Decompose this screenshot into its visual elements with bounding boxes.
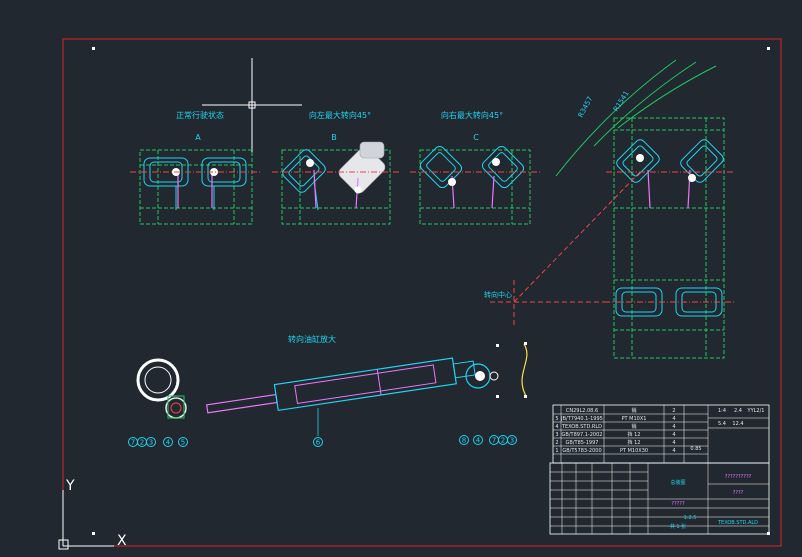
turning-radius-view: R3457 R1541 — [490, 59, 734, 359]
ucs-y-label: Y — [65, 478, 75, 494]
view-b-left-turn — [272, 141, 400, 225]
svg-text:4: 4 — [672, 416, 675, 422]
svg-text:2: 2 — [672, 408, 675, 414]
view-c-right-turn — [410, 145, 540, 225]
title-scale: 1:2.5 — [684, 515, 697, 521]
svg-text:4: 4 — [672, 448, 675, 454]
drawing-border — [62, 38, 782, 547]
arc-label-inner: R1541 — [612, 90, 631, 113]
svg-text:JB/T7940.1-1995: JB/T7940.1-1995 — [560, 416, 603, 422]
svg-text:TEXOB.STD.RLD: TEXOB.STD.RLD — [561, 424, 602, 430]
crosshair-cursor — [202, 58, 302, 152]
svg-text:4: 4 — [555, 424, 558, 430]
balloon: 2 — [140, 439, 144, 447]
svg-text:GB/T897.1-2002: GB/T897.1-2002 — [562, 432, 603, 438]
title-mark-lower: ????? — [671, 501, 685, 507]
steering-cylinder — [136, 343, 528, 436]
frame-grips[interactable] — [92, 47, 770, 535]
svg-text:2.4: 2.4 — [734, 408, 742, 414]
title-code: TEXOB.STD.ALD — [717, 520, 758, 526]
part-balloon-cylinder: 6 — [313, 437, 323, 447]
part-balloons-left: 7 2 3 4 5 — [128, 437, 188, 447]
svg-text:12.4: 12.4 — [732, 421, 743, 427]
svg-text:1:4: 1:4 — [718, 408, 726, 414]
svg-text:销: 销 — [631, 407, 636, 414]
cylinder-grips[interactable] — [496, 342, 527, 398]
balloon: 7 — [492, 437, 496, 445]
balloon: 7 — [131, 439, 135, 447]
svg-text:0.85: 0.85 — [690, 446, 701, 452]
svg-text:5.4: 5.4 — [718, 421, 726, 427]
svg-text:4: 4 — [672, 440, 675, 446]
title-block: ?????????? 总装图 ???? ????? 1:2.5 共 1 张 TE… — [549, 462, 770, 535]
view-c-title: 向右最大转向45° — [441, 110, 503, 120]
view-a-title: 正常行驶状态 — [176, 110, 224, 120]
svg-text:4: 4 — [672, 432, 675, 438]
arc-label-outer: R3457 — [577, 95, 595, 119]
balloon: 6 — [316, 439, 321, 447]
view-b-title: 向左最大转向45° — [309, 110, 371, 120]
cylinder-section-title: 转向油缸放大 — [288, 334, 336, 344]
steering-center-label: 转向中心 — [484, 290, 512, 299]
svg-text:5: 5 — [555, 416, 558, 422]
ucs-icon: Y X — [58, 478, 127, 550]
view-a-letter: A — [195, 133, 201, 142]
svg-text:销: 销 — [631, 423, 636, 430]
balloon: 3 — [510, 437, 514, 445]
svg-text:CN29L2.08.6: CN29L2.08.6 — [566, 408, 598, 414]
svg-text:4: 4 — [672, 424, 675, 430]
balloon: 3 — [149, 439, 153, 447]
part-balloons-right: 8 4 7 2 3 — [459, 435, 517, 445]
title-name: 总装图 — [670, 479, 685, 486]
svg-text:3: 3 — [555, 432, 558, 438]
svg-text:挡 12: 挡 12 — [628, 431, 641, 438]
balloon: 4 — [166, 439, 171, 447]
bill-of-materials: CN29L2.08.6 销 2 5 JB/T7940.1-1995 PT M10… — [552, 404, 770, 464]
svg-text:PT M10X30: PT M10X30 — [620, 448, 648, 454]
balloon: 8 — [462, 437, 466, 445]
view-c-letter: C — [473, 133, 479, 142]
view-b-letter: B — [331, 133, 337, 142]
view-a-normal-driving — [130, 149, 262, 225]
balloon: 2 — [501, 437, 505, 445]
title-mark-row: ?????????? — [725, 474, 752, 480]
svg-text:PT M10X1: PT M10X1 — [622, 416, 647, 422]
balloon: 4 — [476, 437, 481, 445]
svg-text:2: 2 — [555, 440, 558, 446]
balloon: 5 — [181, 439, 185, 447]
svg-text:1: 1 — [555, 448, 558, 454]
svg-text:GB/T5783-2000: GB/T5783-2000 — [562, 448, 601, 454]
svg-text:GB/T85-1997: GB/T85-1997 — [566, 440, 599, 446]
svg-text:挡 12: 挡 12 — [628, 439, 641, 446]
svg-text:YYL2/1: YYL2/1 — [747, 408, 765, 414]
title-sheet: 共 1 张 — [670, 523, 686, 530]
title-mark-center: ???? — [733, 490, 744, 496]
ucs-x-label: X — [117, 533, 127, 549]
